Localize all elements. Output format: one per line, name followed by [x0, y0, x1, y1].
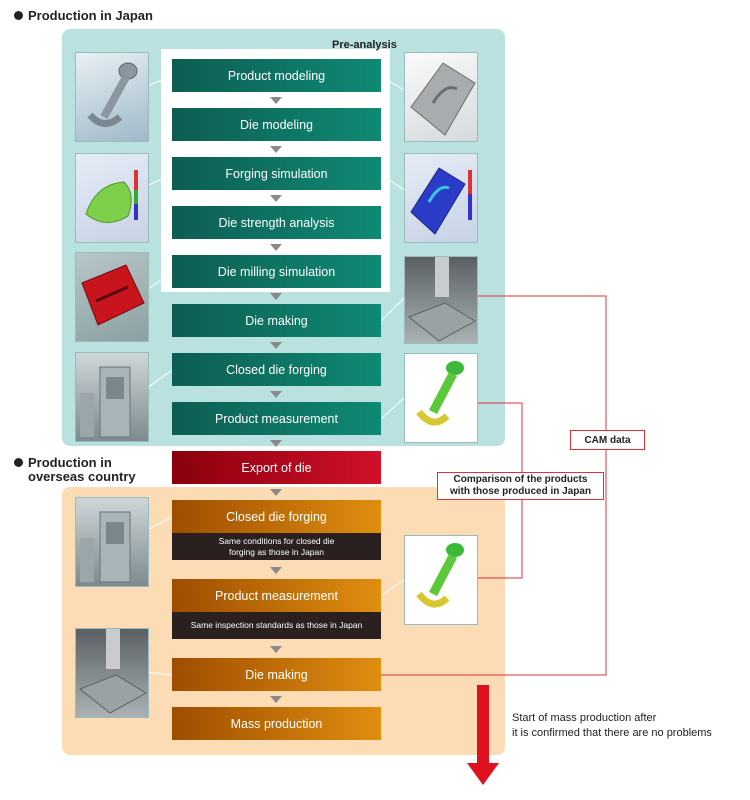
down-arrow-icon [270, 97, 282, 104]
step-label: Die strength analysis [218, 216, 334, 230]
die-block-icon [76, 253, 148, 341]
inspection-standards-note: Same inspection standards as those in Ja… [172, 612, 381, 639]
start-mass-production-note: Start of mass production after it is con… [512, 711, 712, 741]
product-measurement-japan-image [404, 353, 478, 443]
step-label: Die modeling [240, 118, 313, 132]
down-arrow-icon [270, 146, 282, 153]
step-label: Die making [245, 668, 308, 682]
measurement-map-icon [405, 536, 477, 624]
down-arrow-icon [270, 567, 282, 574]
down-arrow-icon [270, 293, 282, 300]
connecting-rod-icon [76, 53, 148, 141]
forging-simulation-left-image [75, 153, 149, 243]
start-note-line: it is confirmed that there are no proble… [512, 727, 712, 739]
step-label: Product measurement [215, 412, 338, 426]
simulation-mesh-icon [76, 154, 148, 242]
step-product-modeling: Product modeling [172, 59, 381, 92]
down-arrow-icon [270, 696, 282, 703]
note-line: Same inspection standards as those in Ja… [191, 620, 363, 631]
milling-machine-icon [76, 629, 148, 717]
down-arrow-icon [270, 195, 282, 202]
down-arrow-icon [270, 489, 282, 496]
step-label: Die making [245, 314, 308, 328]
step-product-measurement: Product measurement [172, 402, 381, 435]
note-line: Same conditions for closed die [219, 536, 335, 546]
step-mass-production: Mass production [172, 707, 381, 740]
cam-data-callout: CAM data [570, 430, 645, 450]
forging-press-overseas-image [75, 497, 149, 587]
step-label: Product measurement [215, 589, 338, 603]
start-note-line: Start of mass production after [512, 712, 656, 724]
step-export-of-die: Export of die [172, 451, 381, 484]
forging-press-japan-image [75, 352, 149, 442]
step-label: Export of die [241, 461, 311, 475]
step-label: Mass production [231, 717, 323, 731]
connecting-rod-model-image [75, 52, 149, 142]
step-overseas-closed-die-forging: Closed die forging [172, 500, 381, 533]
stress-map-icon [405, 154, 477, 242]
comparison-line: Comparison of the products [438, 474, 603, 486]
step-label: Forging simulation [225, 167, 327, 181]
step-closed-die-forging: Closed die forging [172, 353, 381, 386]
die-machining-overseas-image [75, 628, 149, 718]
step-label: Die milling simulation [218, 265, 335, 279]
step-overseas-product-measurement: Product measurement [172, 579, 381, 612]
die-milling-simulation-image [75, 252, 149, 342]
down-arrow-icon [270, 391, 282, 398]
die-model-image [404, 52, 478, 142]
die-machining-japan-image [404, 256, 478, 344]
step-die-making: Die making [172, 304, 381, 337]
note-line: forging as those in Japan [229, 547, 324, 557]
step-die-modeling: Die modeling [172, 108, 381, 141]
measurement-map-icon [405, 354, 477, 442]
comparison-line: with those produced in Japan [438, 486, 603, 498]
cam-data-label: CAM data [584, 435, 630, 446]
forging-press-icon [76, 498, 148, 586]
step-label: Product modeling [228, 69, 325, 83]
step-die-strength-analysis: Die strength analysis [172, 206, 381, 239]
down-arrow-icon [270, 342, 282, 349]
step-die-milling-simulation: Die milling simulation [172, 255, 381, 288]
down-arrow-icon [270, 440, 282, 447]
step-overseas-die-making: Die making [172, 658, 381, 691]
down-arrow-icon [270, 646, 282, 653]
down-arrow-icon [270, 244, 282, 251]
step-forging-simulation: Forging simulation [172, 157, 381, 190]
die-model-icon [405, 53, 477, 141]
die-strength-analysis-image [404, 153, 478, 243]
forging-press-icon [76, 353, 148, 441]
step-label: Closed die forging [226, 363, 327, 377]
product-measurement-overseas-image [404, 535, 478, 625]
comparison-callout: Comparison of the products with those pr… [437, 472, 604, 500]
step-label: Closed die forging [226, 510, 327, 524]
milling-machine-icon [405, 257, 477, 343]
